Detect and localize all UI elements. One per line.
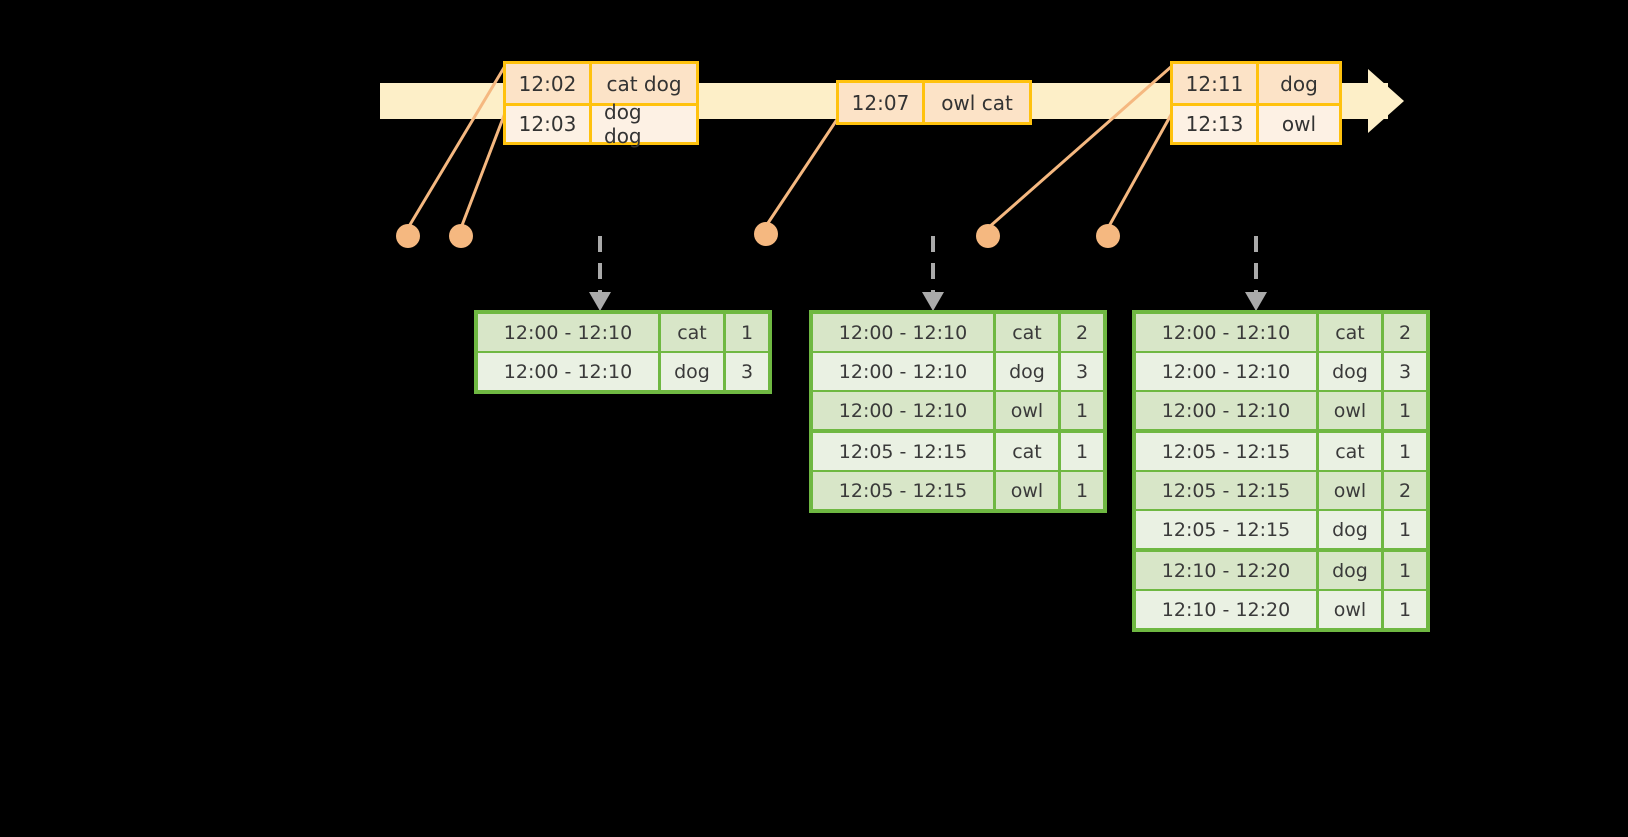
cell-window: 12:05 - 12:15 [813, 433, 993, 470]
event-row: 12:13 owl [1173, 103, 1339, 142]
cell-window: 12:10 - 12:20 [1136, 591, 1316, 628]
cell-window: 12:05 - 12:15 [1136, 472, 1316, 509]
cell-window: 12:00 - 12:10 [813, 392, 993, 429]
cell-word: owl [1319, 591, 1381, 628]
cell-window: 12:05 - 12:15 [1136, 511, 1316, 548]
cell-count: 1 [1384, 392, 1426, 429]
connector-line-2 [459, 112, 507, 229]
event-words: owl cat [925, 83, 1029, 122]
cell-word: owl [996, 392, 1058, 429]
cell-word: cat [661, 314, 723, 351]
trigger-dot-5 [1096, 224, 1120, 248]
event-words: cat dog [592, 64, 696, 103]
event-row: 12:02 cat dog [506, 64, 696, 103]
cell-window: 12:00 - 12:10 [813, 314, 993, 351]
event-words: owl [1259, 106, 1339, 142]
cell-count: 2 [1061, 314, 1103, 351]
event-time: 12:07 [839, 83, 925, 122]
cell-window: 12:05 - 12:15 [813, 472, 993, 509]
flow-arrow-3 [1245, 236, 1267, 311]
event-box-2: 12:07 owl cat [836, 80, 1032, 125]
event-row: 12:07 owl cat [839, 83, 1029, 122]
event-time: 12:02 [506, 64, 592, 103]
cell-count: 1 [1384, 511, 1426, 548]
cell-count: 1 [1384, 591, 1426, 628]
cell-word: cat [996, 314, 1058, 351]
cell-count: 3 [1384, 353, 1426, 390]
flow-arrow-2 [922, 236, 944, 311]
cell-count: 1 [1061, 433, 1103, 470]
cell-count: 1 [1061, 472, 1103, 509]
cell-count: 2 [1384, 314, 1426, 351]
cell-word: dog [661, 353, 723, 390]
trigger-dot-3 [754, 222, 778, 246]
trigger-dot-1 [396, 224, 420, 248]
trigger-dot-4 [976, 224, 1000, 248]
cell-word: owl [1319, 392, 1381, 429]
event-words: dog [1259, 64, 1339, 103]
event-row: 12:03 dog dog [506, 100, 696, 148]
event-row: 12:11 dog [1173, 64, 1339, 103]
cell-window: 12:10 - 12:20 [1136, 552, 1316, 589]
event-time: 12:11 [1173, 64, 1259, 103]
event-box-1: 12:02 cat dog 12:03 dog dog [503, 61, 699, 148]
cell-word: dog [1319, 353, 1381, 390]
trigger-dot-2 [449, 224, 473, 248]
cell-count: 3 [1061, 353, 1103, 390]
cell-word: cat [996, 433, 1058, 470]
cell-window: 12:00 - 12:10 [1136, 353, 1316, 390]
event-time: 12:13 [1173, 106, 1259, 142]
cell-word: cat [1319, 433, 1381, 470]
cell-word: cat [1319, 314, 1381, 351]
cell-count: 1 [1061, 392, 1103, 429]
cell-window: 12:00 - 12:10 [813, 353, 993, 390]
cell-window: 12:00 - 12:10 [1136, 392, 1316, 429]
timeline-arrowhead [1368, 69, 1404, 133]
cell-word: dog [996, 353, 1058, 390]
cell-count: 1 [1384, 433, 1426, 470]
cell-count: 1 [726, 314, 768, 351]
cell-window: 12:05 - 12:15 [1136, 433, 1316, 470]
cell-word: owl [1319, 472, 1381, 509]
cell-window: 12:00 - 12:10 [478, 353, 658, 390]
flow-arrow-1 [589, 236, 611, 311]
cell-window: 12:00 - 12:10 [478, 314, 658, 351]
cell-count: 3 [726, 353, 768, 390]
cell-word: dog [1319, 552, 1381, 589]
event-box-3: 12:11 dog 12:13 owl [1170, 61, 1342, 145]
connector-line-5 [1106, 112, 1174, 229]
event-time: 12:03 [506, 106, 592, 142]
cell-count: 2 [1384, 472, 1426, 509]
cell-count: 1 [1384, 552, 1426, 589]
cell-word: owl [996, 472, 1058, 509]
connector-line-3 [764, 117, 840, 227]
cell-word: dog [1319, 511, 1381, 548]
cell-window: 12:00 - 12:10 [1136, 314, 1316, 351]
event-words: dog dog [592, 100, 696, 148]
